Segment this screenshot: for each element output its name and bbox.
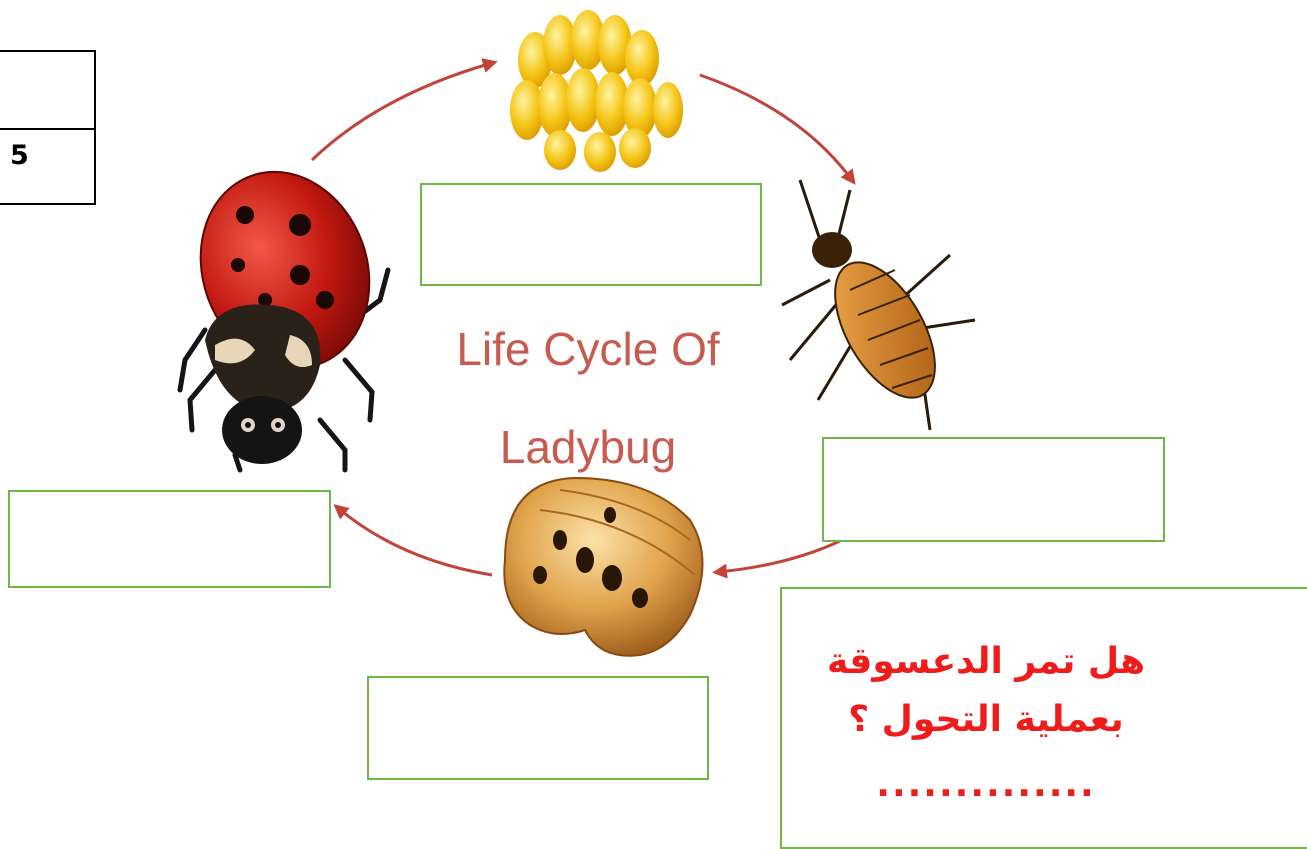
arrow-adult-to-eggs	[310, 58, 498, 162]
score-value: 5	[10, 140, 29, 171]
answer-box-eggs[interactable]	[420, 183, 762, 286]
arrow-eggs-to-larva	[699, 73, 856, 185]
diagram-title-line1: Life Cycle Of	[456, 323, 720, 375]
answer-box-larva[interactable]	[822, 437, 1165, 542]
pupa-icon	[503, 476, 704, 657]
cycle-arrows	[310, 58, 856, 579]
question-box: هل تمر الدعسوقة بعملية التحول ؟ ........…	[780, 587, 1307, 849]
arrow-larva-to-pupa	[712, 538, 843, 579]
eggs-icon	[510, 10, 683, 172]
adult-ladybug-icon	[177, 170, 391, 473]
answer-box-adult[interactable]	[8, 490, 331, 588]
arrow-pupa-to-adult	[333, 504, 493, 577]
answer-box-pupa[interactable]	[367, 676, 709, 780]
question-line2: بعملية التحول ؟	[848, 699, 1124, 740]
question-text: هل تمر الدعسوقة بعملية التحول ؟	[782, 633, 1190, 749]
diagram-title-line2: Ladybug	[499, 421, 677, 473]
score-table-divider	[0, 128, 94, 130]
question-line1: هل تمر الدعسوقة	[826, 641, 1146, 682]
question-answer-blank[interactable]: ..............	[876, 764, 1096, 805]
larva-icon	[781, 179, 976, 431]
diagram-title: Life Cycle Of Ladybug	[428, 300, 748, 496]
score-table: 5	[0, 50, 96, 205]
